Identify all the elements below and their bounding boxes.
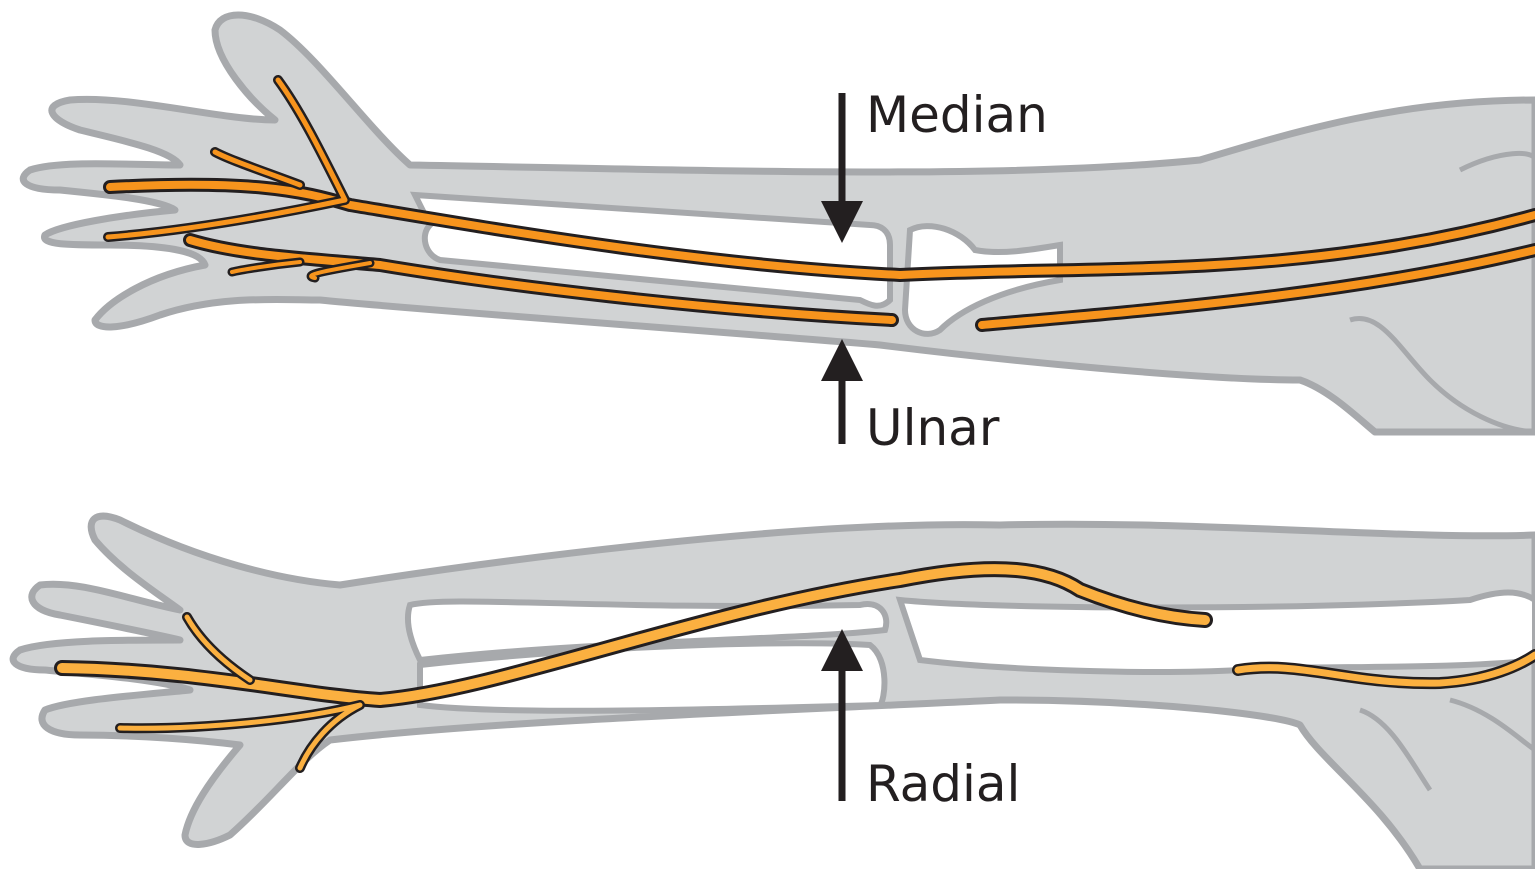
- radial-label: Radial: [866, 755, 1020, 813]
- upper-arm-illustration: [19, 11, 1535, 436]
- ulnar-label: Ulnar: [866, 399, 1000, 457]
- ulnar-nerve: [183, 233, 1535, 332]
- median-nerve: [103, 75, 1535, 283]
- radial-nerve: [54, 561, 1535, 773]
- lower-arm-illustration: [9, 512, 1535, 869]
- median-label: Median: [866, 86, 1048, 144]
